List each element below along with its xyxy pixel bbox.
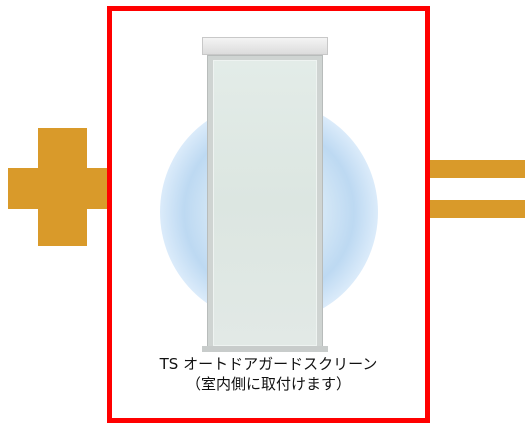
screen-product-image [202, 37, 328, 352]
screen-header-bar [202, 37, 328, 55]
screen-bottom-rail [202, 346, 328, 352]
equals-icon-bar [430, 200, 525, 218]
product-name: TS オートドアガードスクリーン [159, 355, 378, 373]
screen-body [207, 55, 323, 352]
product-frame: TS オートドアガードスクリーン （室内側に取付けます） [107, 6, 430, 423]
equals-icon [430, 160, 525, 178]
product-note: （室内側に取付けます） [185, 375, 351, 393]
product-caption: TS オートドアガードスクリーン （室内側に取付けます） [112, 354, 425, 394]
screen-mesh-panel [213, 60, 317, 346]
